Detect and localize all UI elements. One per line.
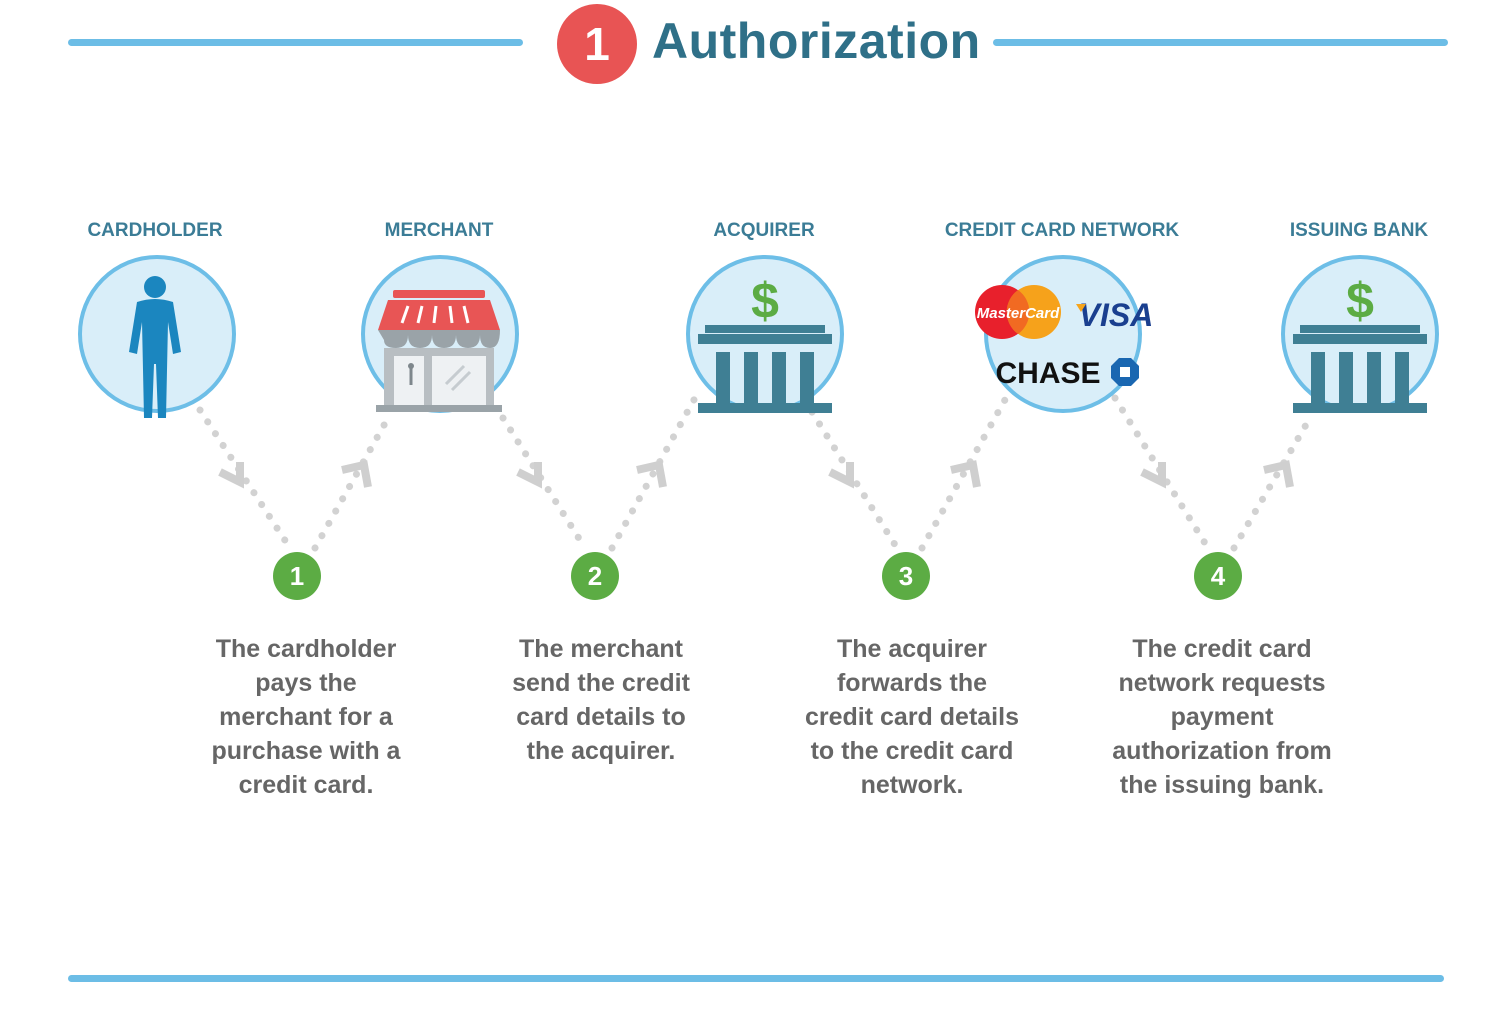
arrowhead-3-down (828, 462, 854, 489)
step-description-3: The acquirer forwards the credit card de… (805, 635, 1019, 799)
bank-icon-issuing: $ (1293, 273, 1427, 413)
step-description-2: The merchant send the credit card detail… (512, 635, 690, 765)
step-badge-4: 4 (1194, 552, 1242, 600)
connector-2-down (499, 414, 589, 552)
header-rule-left (68, 39, 523, 46)
actor-label-issuing-bank: ISSUING BANK (1289, 220, 1429, 241)
arrowhead-4-down (1140, 462, 1166, 489)
connector-3-down (808, 408, 901, 552)
step-badge-1: 1 (273, 552, 321, 600)
actor-label-acquirer: ACQUIRER (713, 220, 815, 241)
connector-2-up (608, 394, 699, 552)
visa-accent (1076, 304, 1086, 312)
step-badge-2: 2 (571, 552, 619, 600)
person-icon (129, 276, 181, 418)
bank-icon-acquirer: $ (698, 273, 832, 413)
arrowhead-2-down (516, 462, 542, 489)
footer-rule (68, 975, 1444, 982)
connector-4-up (1230, 414, 1314, 552)
dollar-sign: $ (1346, 273, 1374, 329)
actor-label-merchant: MERCHANT (384, 220, 494, 241)
header-rule-right (993, 39, 1448, 46)
arrowhead-2-up (636, 460, 667, 488)
step-description-4: The credit card network requests payment… (1112, 635, 1332, 799)
actor-label-cardholder: CARDHOLDER (87, 220, 223, 241)
step-badge-3: 3 (882, 552, 930, 600)
mastercard-logo: MasterCard (975, 285, 1061, 339)
mastercard-wordmark: MasterCard (977, 305, 1060, 322)
actor-label-credit-card-network: CREDIT CARD NETWORK (944, 220, 1180, 241)
storefront-icon (376, 290, 502, 412)
connector-4-down (1111, 394, 1212, 552)
dollar-sign: $ (751, 273, 779, 329)
visa-logo: VISA (1079, 297, 1154, 333)
step-description-1: The cardholder pays the merchant for a p… (211, 635, 401, 799)
connector-3-up (918, 394, 1010, 552)
chase-logo: CHASE (995, 357, 1100, 390)
chase-octagon-icon (1111, 358, 1139, 386)
arrowhead-1-down (218, 462, 244, 489)
section-number-badge: 1 (557, 4, 637, 84)
connector-1-up (311, 414, 392, 552)
section-title: Authorization (652, 13, 981, 69)
arrowhead-1-up (341, 460, 372, 488)
arrowhead-3-up (950, 460, 981, 488)
arrowhead-4-up (1263, 460, 1294, 488)
connector-1-down (196, 406, 294, 552)
